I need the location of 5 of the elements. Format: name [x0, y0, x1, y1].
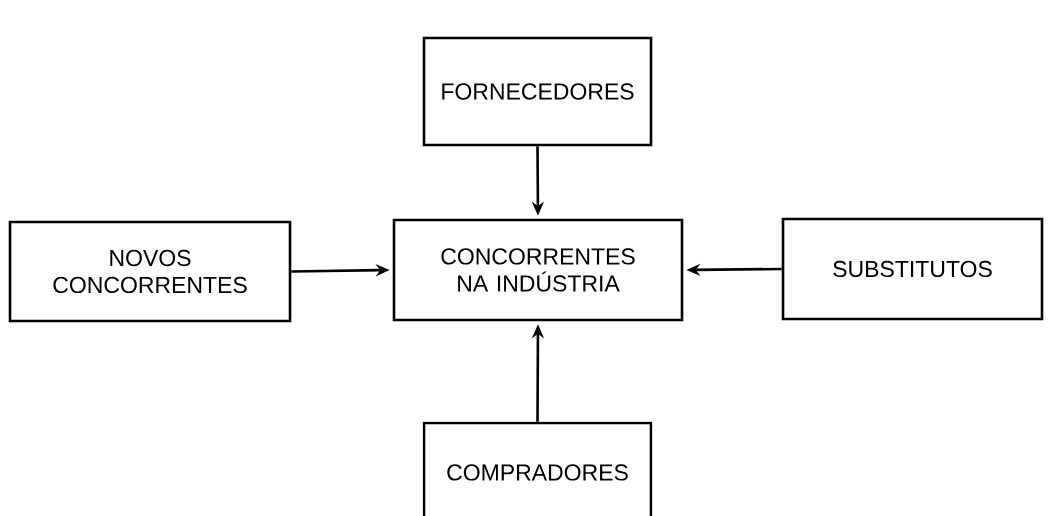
- process-box: FORNECEDORES: [422, 36, 653, 147]
- process-box: COMPRADORES: [422, 421, 653, 516]
- process-box: CONCORRENTES NA INDÚSTRIA: [392, 218, 684, 322]
- process-box: NOVOS CONCORRENTES: [8, 220, 292, 323]
- process-box: SUBSTITUTOS: [781, 217, 1044, 321]
